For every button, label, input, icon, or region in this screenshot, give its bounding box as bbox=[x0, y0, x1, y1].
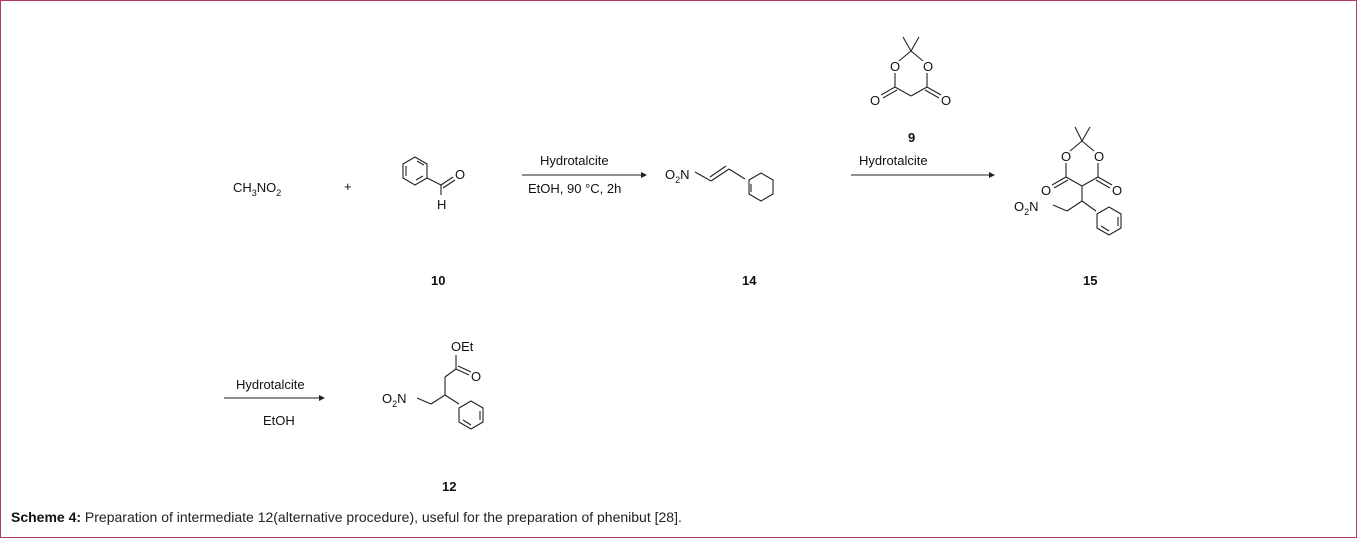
caption-text: Preparation of intermediate 12(alternati… bbox=[81, 509, 682, 525]
aldehyde-hydrogen: H bbox=[437, 197, 446, 212]
caption-label: Scheme 4: bbox=[11, 509, 82, 525]
meldrums-acid-structure bbox=[880, 36, 942, 99]
reaction-scheme: CH3NO2 + O H Hydrotalcite EtOH, 90 °C, 2… bbox=[219, 29, 1159, 499]
compound-15-number: 15 bbox=[1083, 273, 1097, 288]
step2-reagent: Hydrotalcite bbox=[859, 153, 928, 168]
compound-12-number: 12 bbox=[442, 479, 456, 494]
product-12-structure bbox=[416, 355, 484, 430]
oxygen-15c: O bbox=[1041, 183, 1051, 198]
oxygen-15a: O bbox=[1061, 149, 1071, 164]
nitro-group-15: O2N bbox=[1014, 199, 1039, 217]
ethoxy-group: OEt bbox=[451, 339, 474, 354]
aldehyde-oxygen: O bbox=[455, 167, 465, 182]
compound-9-number: 9 bbox=[908, 130, 915, 145]
benzaldehyde-structure bbox=[402, 156, 456, 195]
step1-reagent: Hydrotalcite bbox=[540, 153, 609, 168]
compound-14-number: 14 bbox=[742, 273, 757, 288]
nitro-group-14: O2N bbox=[665, 167, 690, 185]
arrow-head-3 bbox=[319, 395, 325, 401]
oxygen-9b: O bbox=[923, 59, 933, 74]
adduct-15-structure bbox=[1051, 126, 1122, 236]
compound-10-number: 10 bbox=[431, 273, 445, 288]
arrow-head-2 bbox=[989, 172, 995, 178]
oxygen-15d: O bbox=[1112, 183, 1122, 198]
step3-reagent: Hydrotalcite bbox=[236, 377, 305, 392]
nitromethane-label: CH3NO2 bbox=[233, 180, 281, 198]
oxygen-15b: O bbox=[1094, 149, 1104, 164]
step1-conditions: EtOH, 90 °C, 2h bbox=[528, 181, 621, 196]
plus-sign: + bbox=[344, 179, 352, 194]
step3-solvent: EtOH bbox=[263, 413, 295, 428]
scheme-svg: CH3NO2 + O H Hydrotalcite EtOH, 90 °C, 2… bbox=[224, 36, 1122, 494]
nitrostyrene-structure bbox=[694, 165, 774, 202]
nitro-group-12: O2N bbox=[382, 391, 407, 409]
oxygen-12: O bbox=[471, 369, 481, 384]
oxygen-9d: O bbox=[941, 93, 951, 108]
oxygen-9a: O bbox=[890, 59, 900, 74]
arrow-head-1 bbox=[641, 172, 647, 178]
oxygen-9c: O bbox=[870, 93, 880, 108]
figure-caption: Scheme 4: Preparation of intermediate 12… bbox=[11, 509, 682, 525]
